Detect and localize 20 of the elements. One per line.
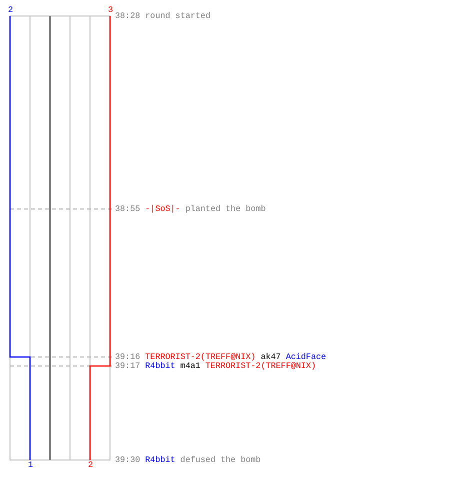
player-name: R4bbit [145, 362, 176, 371]
player-count: 1 [28, 461, 34, 470]
event-text: defused the bomb [180, 456, 261, 465]
player-count: 2 [8, 6, 14, 15]
time-label: 39:17 [115, 362, 140, 371]
time-label: 39:16 [115, 353, 140, 362]
weapon-name: ak47 [260, 353, 281, 362]
player-name: TERRORIST-2(TREFF@NIX) [205, 362, 316, 371]
player-name: -|SoS|- [145, 205, 180, 214]
time-label: 39:30 [115, 456, 140, 465]
time-label: 38:28 [115, 12, 140, 21]
player-name: R4bbit [145, 456, 176, 465]
player-count: 2 [88, 461, 94, 470]
event-text: round started [145, 12, 210, 21]
player-name: AcidFace [286, 353, 326, 362]
weapon-name: m4a1 [180, 362, 200, 371]
event-text: planted the bomb [185, 205, 266, 214]
player-name: TERRORIST-2(TREFF@NIX) [145, 353, 256, 362]
time-label: 38:55 [115, 205, 140, 214]
player-count: 3 [108, 6, 114, 15]
